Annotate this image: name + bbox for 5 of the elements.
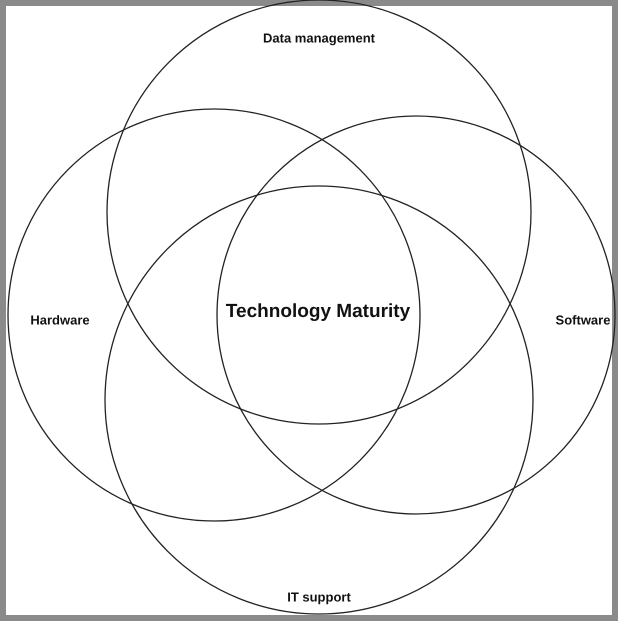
circle-label: IT support [287, 590, 351, 604]
overlap-label: Technology Maturity [226, 301, 410, 323]
circle-label: Hardware [30, 312, 90, 328]
circle-label: Software [556, 312, 610, 328]
circle-label: Data management [263, 30, 375, 46]
